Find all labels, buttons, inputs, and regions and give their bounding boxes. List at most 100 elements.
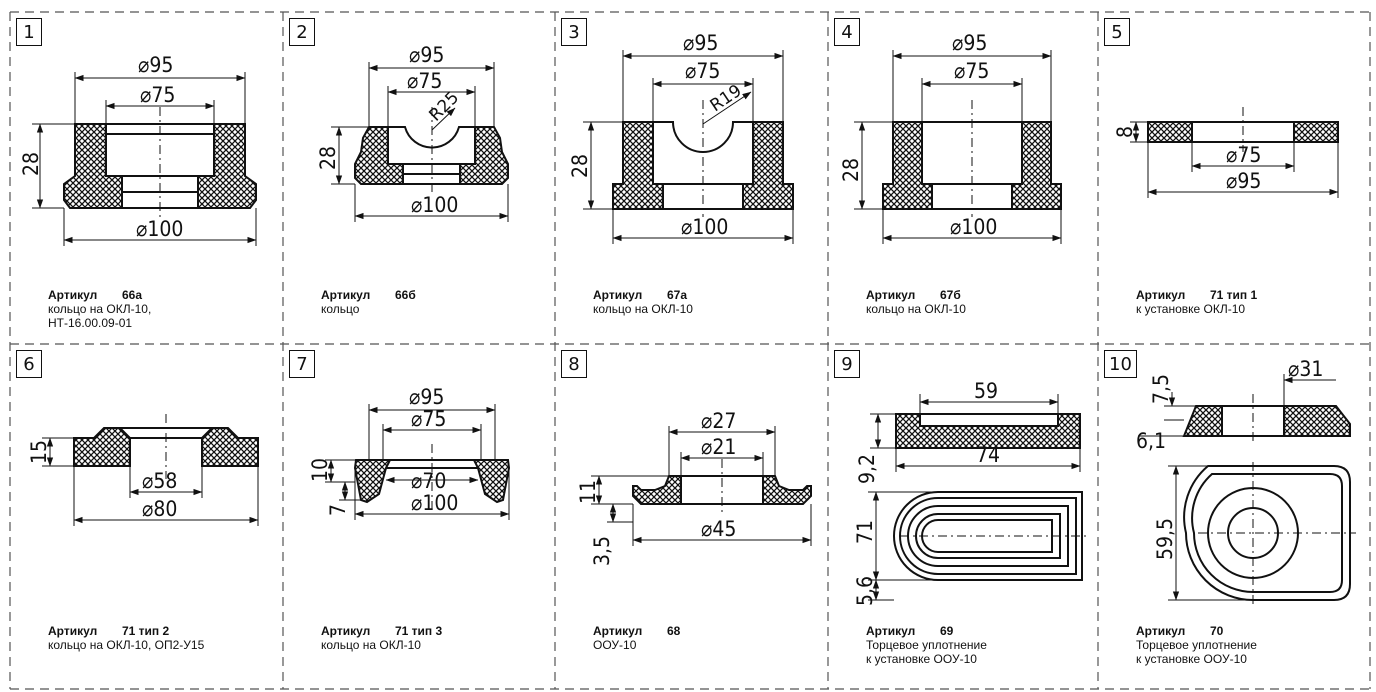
part-drawing: ⌀31 7,5 6,1 59,5: [1136, 357, 1356, 606]
dim-h-small: 5,6: [853, 576, 877, 606]
dim-d-mid: ⌀75: [411, 407, 446, 431]
article-number: 67б: [940, 288, 961, 302]
plan-outline-outer: [1183, 465, 1351, 601]
desc-line-2: к установке ООУ-10: [1136, 652, 1247, 666]
dim-d-hole: ⌀70: [411, 469, 446, 493]
section-left: [73, 427, 131, 467]
dim-d-base: ⌀100: [411, 491, 458, 515]
desc-line-1: кольцо на ОКЛ-10: [321, 638, 421, 652]
dim-h-top: 7,5: [1149, 374, 1173, 404]
part-number: 6: [16, 350, 42, 378]
part-number: 8: [561, 350, 587, 378]
dim-d-outer: ⌀95: [952, 31, 987, 55]
desc-line-1: Торцевое уплотнение: [1136, 638, 1257, 652]
dim-h1: 10: [308, 458, 332, 482]
section-right: [762, 475, 812, 505]
desc-line-1: ООУ-10: [593, 638, 637, 652]
section-right: [1283, 405, 1351, 437]
dim-w-inner: 59: [974, 379, 998, 403]
part-number: 3: [561, 18, 587, 46]
article-number: 71 тип 1: [1210, 288, 1258, 302]
dim-d-inner: ⌀75: [954, 59, 989, 83]
part-caption: Артикул 70 Торцевое уплотнение к установк…: [1136, 624, 1257, 666]
section-left: [1182, 405, 1223, 437]
article-label: Артикул: [866, 288, 916, 302]
dim-h2: 3,5: [590, 536, 614, 566]
part-number: 7: [289, 350, 315, 378]
article-label: Артикул: [1136, 624, 1186, 638]
dim-height: 28: [839, 158, 863, 182]
article-number: 71 тип 2: [122, 624, 170, 638]
desc-line-1: кольцо на ОКЛ-10: [866, 302, 966, 316]
desc-line-1: к установке ОКЛ-10: [1136, 302, 1246, 316]
part-cell-4: 4 ⌀95 ⌀75 ⌀100 28 Артикул 67б кольцо на О…: [828, 12, 1098, 344]
article-label: Артикул: [866, 624, 916, 638]
dim-h-plan: 71: [853, 520, 877, 544]
dim-h2: 7: [326, 504, 350, 516]
article-label: Артикул: [48, 288, 98, 302]
section-left: [354, 126, 404, 185]
desc-line-1: кольцо на ОКЛ-10,: [48, 302, 152, 316]
section-left: [1147, 121, 1193, 143]
dim-height: 28: [568, 154, 592, 178]
article-number: 71 тип 3: [395, 624, 443, 638]
desc-line-1: Торцевое уплотнение: [866, 638, 987, 652]
dim-d-base: ⌀100: [411, 193, 458, 217]
part-cell-10: 10 ⌀31 7,5 6,1 59,5 Артикул 70: [1098, 344, 1370, 689]
section-right: [742, 121, 794, 210]
section-left: [63, 123, 123, 209]
part-number: 1: [16, 18, 42, 46]
article-label: Артикул: [48, 624, 98, 638]
section-right: [1011, 121, 1062, 210]
dim-height: 28: [19, 152, 43, 176]
part-cell-1: 1 ⌀95 ⌀75: [10, 12, 283, 344]
part-drawing: ⌀95 ⌀75 ⌀100 28: [839, 31, 1062, 244]
section-right: [197, 123, 257, 209]
dim-d-hole: ⌀31: [1288, 357, 1323, 381]
article-number: 68: [667, 624, 681, 638]
part-number: 4: [834, 18, 860, 46]
dim-d-inner: ⌀75: [140, 83, 175, 107]
part-drawing: ⌀95 ⌀75 ⌀70 ⌀100 10 7: [308, 385, 511, 520]
dim-height: 8: [1113, 126, 1137, 138]
dim-d-outer: ⌀95: [683, 31, 718, 55]
section-right: [459, 126, 509, 185]
dim-d-base: ⌀100: [136, 217, 183, 241]
desc-line-1: кольцо: [321, 302, 360, 316]
dim-d-outer: ⌀95: [409, 43, 444, 67]
part-number: 5: [1104, 18, 1130, 46]
dim-d-inner: ⌀75: [685, 59, 720, 83]
dim-d-inner: ⌀75: [407, 69, 442, 93]
part-drawing: 59 74 9,2 71 5,6: [853, 379, 1090, 606]
section-right: [201, 427, 259, 467]
desc-line-2: к установке ООУ-10: [866, 652, 977, 666]
dim-d-inner: ⌀75: [1226, 143, 1261, 167]
dim-d-outer: ⌀80: [142, 497, 177, 521]
dim-d-outer: ⌀95: [409, 385, 444, 409]
article-number: 70: [1210, 624, 1224, 638]
dim-d-inner: ⌀58: [142, 469, 177, 493]
dim-height: 15: [27, 440, 51, 464]
part-number: 10: [1104, 350, 1137, 378]
part-drawing: ⌀95 ⌀75 ⌀100 28: [19, 53, 257, 246]
article-number: 66б: [395, 288, 416, 302]
part-caption: Артикул 71 тип 1 к установке ОКЛ-10: [1136, 288, 1257, 316]
article-number: 66а: [122, 288, 143, 302]
article-label: Артикул: [1136, 288, 1186, 302]
plan-outline-outer: [893, 491, 1083, 581]
article-label: Артикул: [593, 288, 643, 302]
section-left: [882, 121, 933, 210]
part-number: 9: [834, 350, 860, 378]
